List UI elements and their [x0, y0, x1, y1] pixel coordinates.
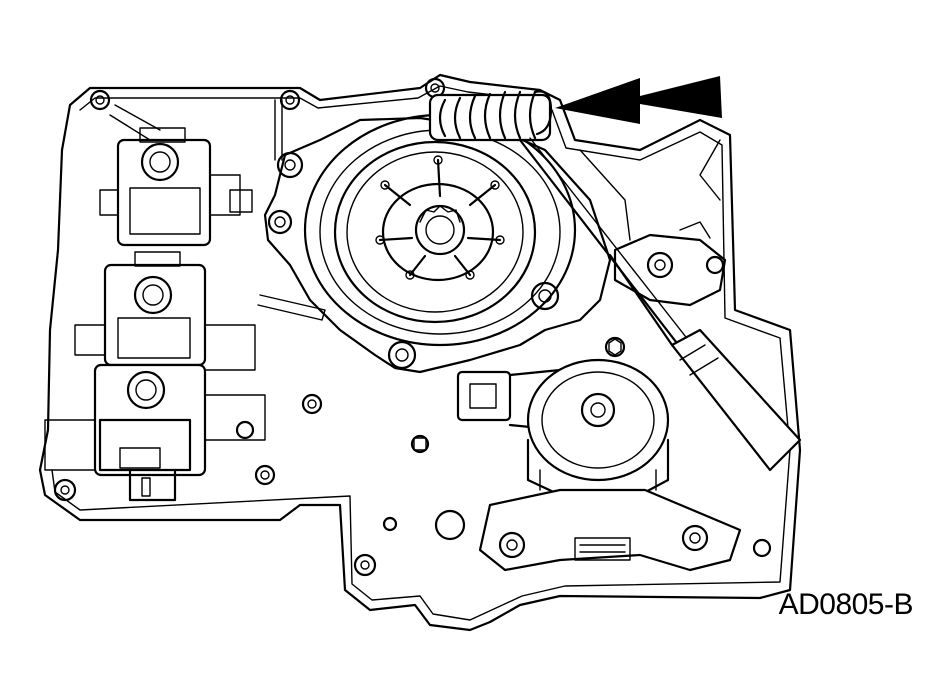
bolt-holes: [53, 77, 772, 577]
solenoid-upper: [99, 127, 253, 247]
solenoid-middle: [74, 251, 256, 371]
figure-reference-code: AD0805-B: [778, 588, 914, 621]
pointer-arrow: [555, 76, 722, 124]
screwdriver-tool: [608, 253, 802, 472]
range-sensor: [456, 358, 742, 572]
valve-body-plate: [38, 73, 802, 632]
servo-housing: [263, 113, 612, 374]
return-spring: [428, 90, 701, 362]
fluid-passages: [109, 99, 721, 321]
solenoid-lower: [44, 363, 266, 502]
detent-lever: [613, 221, 727, 307]
